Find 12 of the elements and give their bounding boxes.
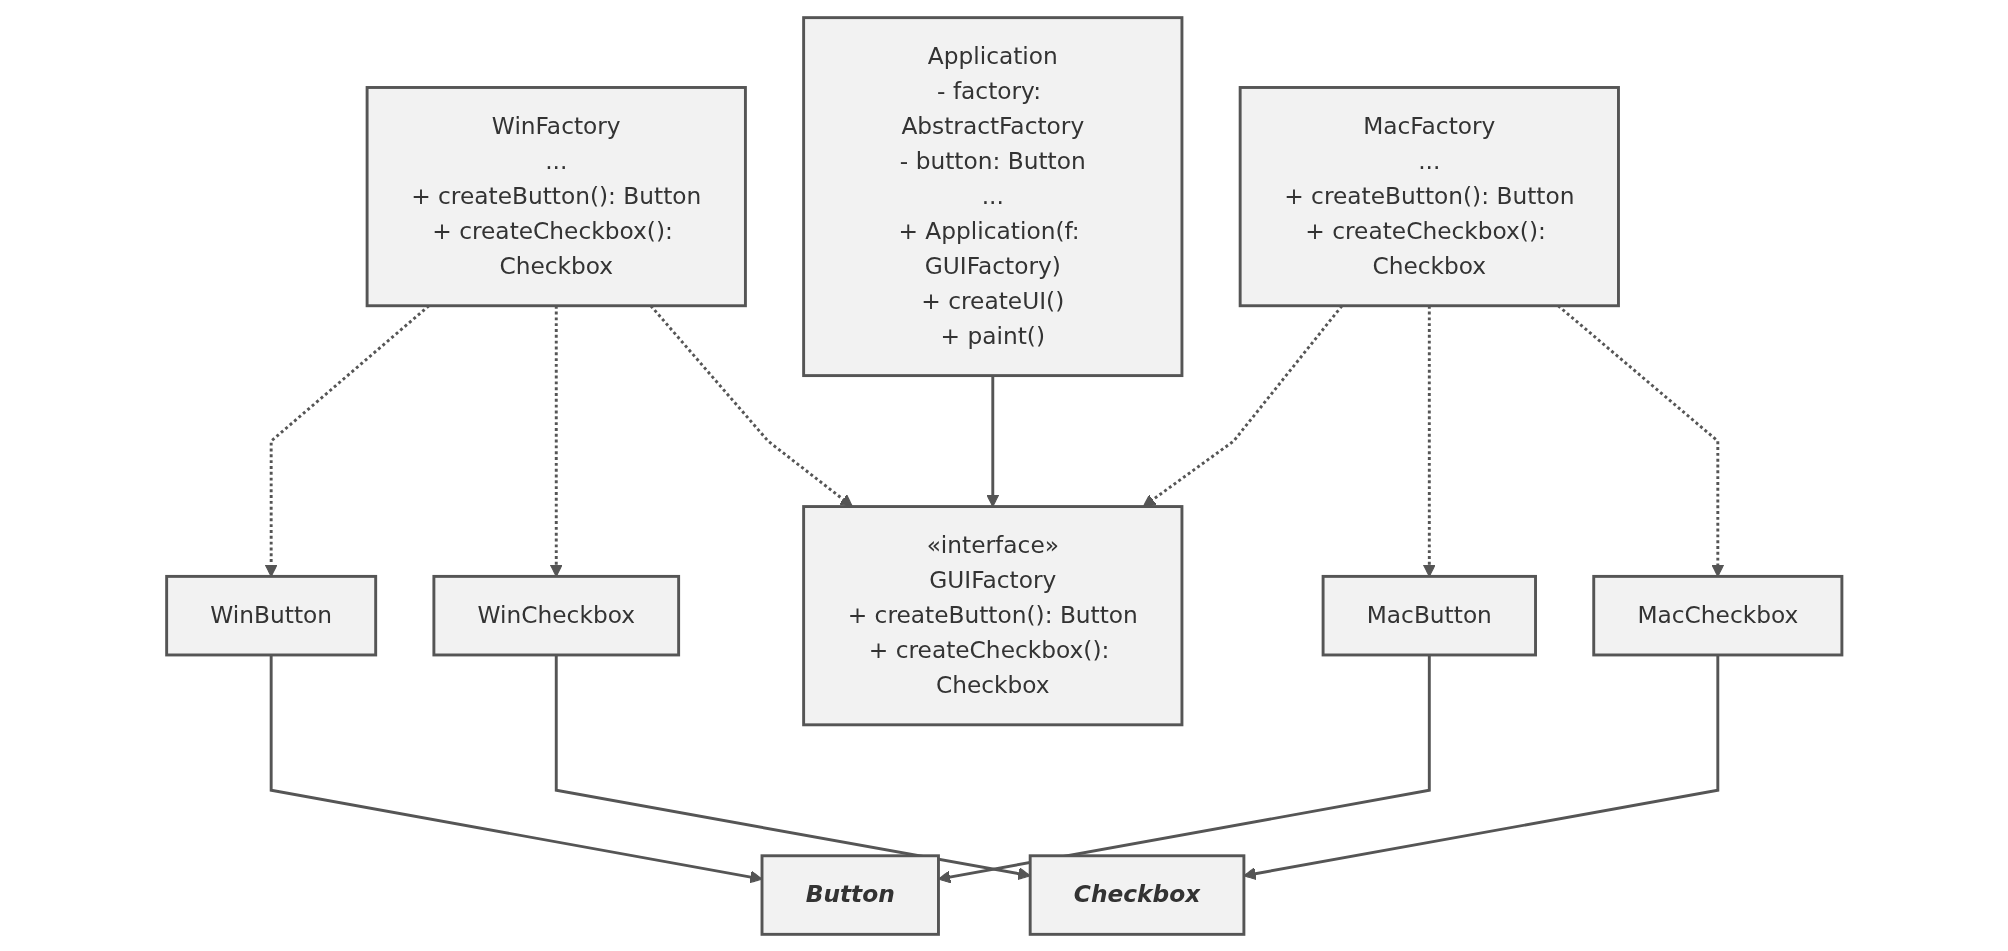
node-box: Checkbox [1028,853,1246,936]
node-box: Application - factory: AbstractFactory - button: Button ... + Application(f: GUIFactory) + createUI() + paint() [801,15,1184,377]
arrow [1243,654,1719,880]
node-box: WinFactory ... + createButton(): Button + createCheckbox(): Checkbox [365,85,747,307]
node-box: MacFactory ... + createButton(): Button + createCheckbox(): Checkbox [1238,85,1620,307]
node-box: MacCheckbox [1592,574,1844,656]
node-box: «interface» GUIFactory + createButton(): Button + createCheckbox(): Checkbox [801,504,1184,726]
node-box: WinCheckbox [432,574,680,656]
node-box: MacButton [1321,574,1537,656]
node-box: Button [760,853,940,936]
node-box: WinButton [164,574,377,656]
arrow [986,375,999,507]
